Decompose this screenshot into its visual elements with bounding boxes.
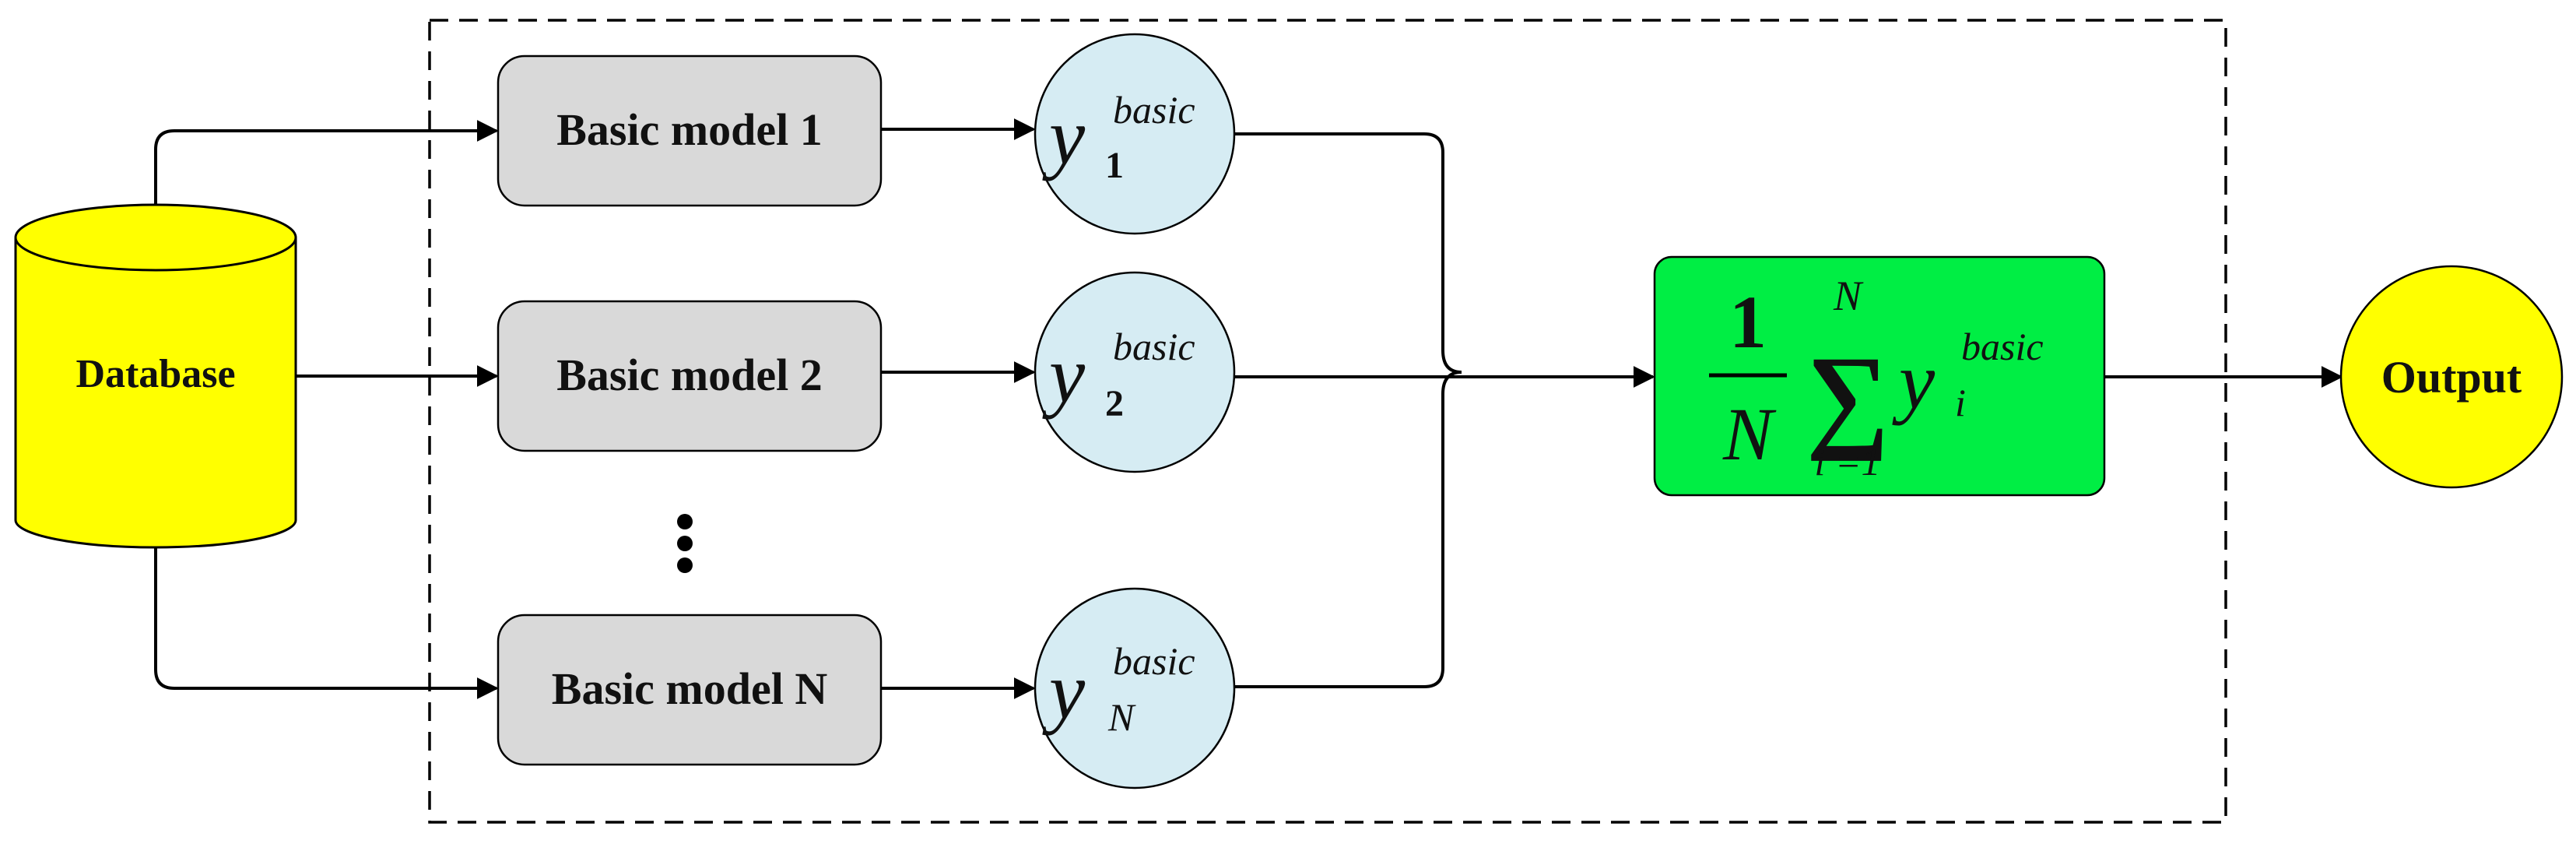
ensemble-boundary xyxy=(428,19,2227,824)
output-circle: Output xyxy=(2339,265,2564,489)
aggregator-y: y xyxy=(1892,336,1936,426)
sum-symbol: ∑ xyxy=(1806,332,1890,462)
wire-pred-1-merge xyxy=(1234,132,1462,374)
fraction-denominator: N xyxy=(1722,392,1777,476)
pred-1-y: y xyxy=(1042,92,1086,181)
wire-pred-n-merge xyxy=(1234,371,1462,688)
arrow-db-to-model-n xyxy=(154,548,499,699)
model-box-1: Basic model 1 xyxy=(497,55,883,207)
prediction-circle-2: y basic 2 xyxy=(1034,271,1236,473)
prediction-circle-n: y basic N xyxy=(1034,587,1236,789)
model-label-n: Basic model N xyxy=(552,663,828,714)
database-body xyxy=(14,237,297,549)
model-box-n: Basic model N xyxy=(497,614,883,766)
aggregator-box: 1 N N ∑ i =1 y basic i xyxy=(1653,255,2106,497)
ellipsis-dots xyxy=(677,514,693,573)
sum-upper-limit: N xyxy=(1833,273,1864,319)
database-top xyxy=(14,203,297,272)
model-box-2: Basic model 2 xyxy=(497,300,883,452)
aggregator-sub: i xyxy=(1955,381,1966,424)
output-label: Output xyxy=(2381,352,2522,403)
database-cylinder: Database xyxy=(14,203,297,549)
pred-2-sub: 2 xyxy=(1105,383,1124,424)
pred-1-sub: 1 xyxy=(1105,145,1124,186)
pred-n-y: y xyxy=(1042,646,1086,736)
model-label-2: Basic model 2 xyxy=(556,350,823,400)
aggregator-sup: basic xyxy=(1961,325,2044,368)
pred-n-sup: basic xyxy=(1113,639,1195,683)
pred-n-sub: N xyxy=(1107,695,1136,739)
model-label-1: Basic model 1 xyxy=(556,104,823,155)
pred-2-sup: basic xyxy=(1113,325,1195,368)
prediction-circle-1: y basic 1 xyxy=(1034,33,1236,235)
arrow-db-to-model-1 xyxy=(154,120,499,204)
pred-1-sup: basic xyxy=(1113,88,1195,132)
fraction-numerator: 1 xyxy=(1729,280,1767,364)
pred-2-y: y xyxy=(1042,330,1086,420)
database-label: Database xyxy=(75,352,235,396)
sum-lower-limit: i =1 xyxy=(1814,440,1880,484)
